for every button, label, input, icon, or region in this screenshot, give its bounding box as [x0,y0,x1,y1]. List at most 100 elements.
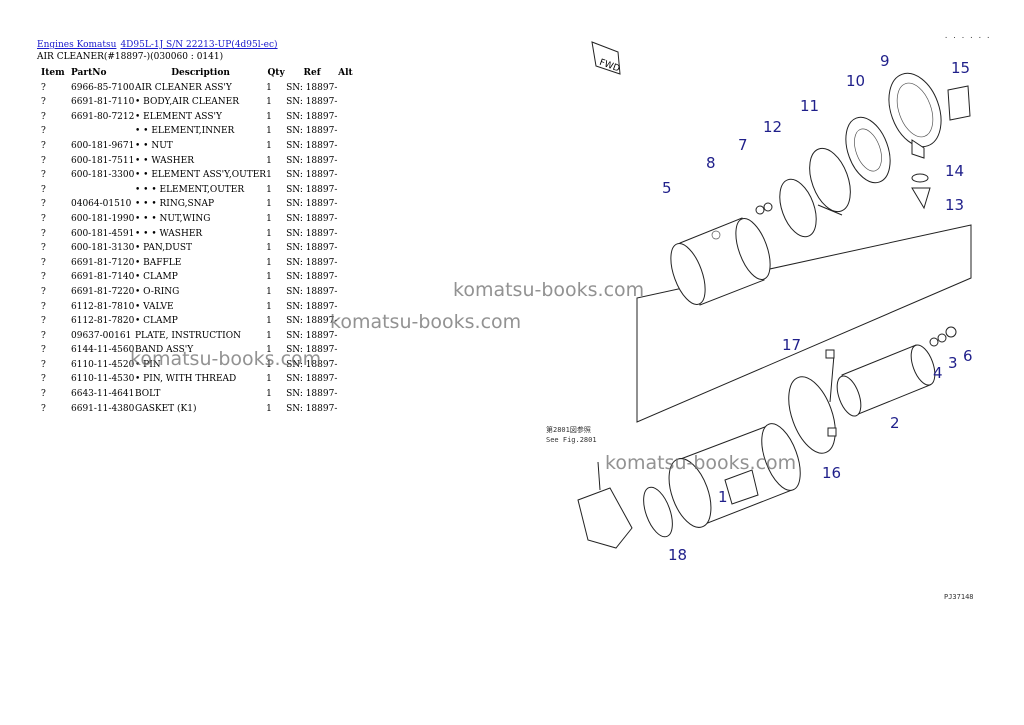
cell-partno: 600-181-3130 [71,243,135,254]
cell-item: ? [41,213,46,224]
callout-7: 7 [738,136,748,154]
cell-ref: SN: 18897- [286,126,338,137]
cell-ref: SN: 18897- [286,359,338,370]
cell-partno: 600-181-9671 [71,140,135,151]
cell-alt [338,139,358,154]
callout-10: 10 [846,72,865,90]
callout-2: 2 [890,414,900,432]
part-2-inner-element [836,344,936,417]
breadcrumb-link-model[interactable]: 4D95L-1J S/N 22213-UP(4d95l-ec) [120,40,278,50]
cell-item: ? [41,111,46,122]
cell-ref: SN: 18897- [286,301,338,312]
cell-alt [338,387,358,402]
cell-qty: 1 [266,140,272,151]
cell-item: ? [41,155,46,166]
cell-alt [338,154,358,169]
cell-alt [338,241,358,256]
fwd-arrow-icon: FWD [591,41,621,75]
part-1-body [668,423,801,528]
cell-ref: SN: 18897- [286,243,338,254]
cell-ref: SN: 18897- [286,316,338,327]
cell-ref: SN: 18897- [286,213,338,224]
cell-item: ? [41,330,46,341]
cell-qty: 1 [266,155,272,166]
cell-partno: 6691-81-7140 [71,272,135,283]
corner-mark: . . . . . . [944,32,991,40]
cell-qty: 1 [266,97,272,108]
page-title: AIR CLEANER(#18897-)(030060 : 0141) [37,52,224,62]
cell-alt [338,81,358,96]
cell-qty: 1 [266,359,272,370]
cell-description: • PIN, WITH THREAD [135,374,237,385]
cell-item: ? [41,403,46,414]
cell-alt [338,256,358,271]
cell-alt [338,95,358,110]
cell-qty: 1 [266,184,272,195]
callout-11: 11 [800,97,819,115]
callout-14: 14 [945,162,964,180]
cell-item: ? [41,389,46,400]
cell-item: ? [41,243,46,254]
callout-3: 3 [948,354,958,372]
cell-ref: SN: 18897- [286,286,338,297]
cell-alt [338,270,358,285]
cell-qty: 1 [266,82,272,93]
callout-15: 15 [951,59,970,77]
cell-partno: 09637-00161 [71,330,132,341]
cell-item: ? [41,345,46,356]
cell-description: • CLAMP [135,316,178,327]
cell-qty: 1 [266,345,272,356]
intake-elbow [577,487,633,549]
part-18-gasket [643,486,673,538]
part-11-clamp [809,147,851,216]
cell-description: • • ELEMENT ASS'Y,OUTER [135,170,267,181]
cell-alt [338,329,358,344]
cell-description: BOLT [135,389,161,400]
see-fig-note-en: See Fig.2801 [546,436,597,444]
cell-partno: 6966-85-7100 [71,82,135,93]
cell-ref: SN: 18897- [286,374,338,385]
cell-description: • PAN,DUST [135,243,193,254]
part-17-pin [825,349,835,403]
cell-partno: 6691-81-7220 [71,286,135,297]
callout-12: 12 [763,118,782,136]
cell-item: ? [41,316,46,327]
part-16-band [788,376,837,454]
cell-qty: 1 [266,228,272,239]
cell-alt [338,110,358,125]
cell-qty: 1 [266,213,272,224]
cell-item: ? [41,374,46,385]
cell-qty: 1 [266,389,272,400]
cell-qty: 1 [266,257,272,268]
cell-partno: 6691-11-4380 [71,403,135,414]
cell-partno: 600-181-4591 [71,228,135,239]
cell-alt [338,300,358,315]
cell-item: ? [41,97,46,108]
cell-ref: SN: 18897- [286,170,338,181]
breadcrumb-link-engines[interactable]: Engines Komatsu [37,40,117,50]
cell-partno: 6112-81-7810 [71,301,135,312]
cell-item: ? [41,257,46,268]
parts-table: Item PartNo Description Qty Ref Alt ? 696… [37,66,358,416]
cell-partno: 04064-01510 [71,199,132,210]
cell-description: • • WASHER [135,155,195,166]
table-header-row: Item PartNo Description Qty Ref Alt [37,66,358,81]
callout-8: 8 [706,154,716,172]
cell-description: • PIN [135,359,161,370]
cell-qty: 1 [266,170,272,181]
cell-description: • BODY,AIR CLEANER [135,97,240,108]
cell-alt [338,124,358,139]
cell-description: • ELEMENT ASS'Y [135,111,222,122]
cell-alt [338,372,358,387]
